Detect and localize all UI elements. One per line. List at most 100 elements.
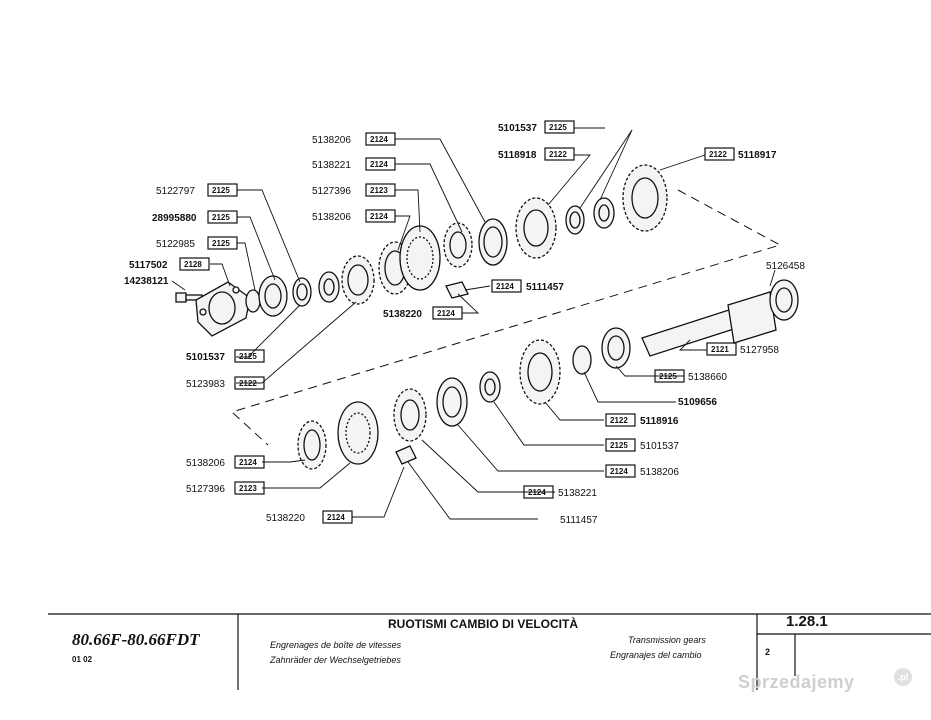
svg-text:2124: 2124 [370, 135, 388, 144]
callout-27: 5138220 2124 [266, 510, 353, 524]
callout-0: 5138206 2124 [312, 132, 396, 146]
svg-text:2124: 2124 [370, 160, 388, 169]
callout-3: 5138206 2124 [312, 209, 396, 223]
callout-14: 5126458 [766, 261, 805, 272]
svg-text:5117502: 5117502 [129, 260, 168, 271]
svg-text:2124: 2124 [437, 309, 455, 318]
callout-7: 5122797 2125 [156, 183, 238, 197]
svg-text:2122: 2122 [549, 150, 567, 159]
callout-6: 2122 5118917 [704, 147, 777, 161]
callout-8: 28995880 2125 [152, 210, 238, 224]
callout-20: 2122 5118916 [605, 413, 679, 427]
leader-lines [171, 127, 776, 520]
svg-text:2124: 2124 [528, 488, 546, 497]
callout-5: 5118918 2122 [498, 147, 575, 161]
svg-text:5127396: 5127396 [312, 186, 351, 197]
bearing-cover-plate [195, 281, 251, 337]
svg-text:2125: 2125 [212, 239, 230, 248]
svg-text:2125: 2125 [239, 352, 257, 361]
svg-text:2124: 2124 [327, 513, 345, 522]
callout-1: 5138221 2124 [312, 157, 396, 171]
svg-text:5122797: 5122797 [156, 186, 195, 197]
svg-text:5126458: 5126458 [766, 261, 805, 272]
svg-text:5127958: 5127958 [740, 345, 779, 356]
svg-text:2122: 2122 [610, 416, 628, 425]
svg-text:5118918: 5118918 [498, 150, 537, 161]
svg-text:2122: 2122 [239, 379, 257, 388]
synchro-key-upper [445, 281, 469, 299]
svg-text:5101537: 5101537 [640, 441, 679, 452]
callout-17: 2121 5127958 [706, 342, 779, 356]
callout-16: 5123983 2122 [186, 376, 265, 390]
svg-text:5138220: 5138220 [383, 309, 422, 320]
svg-text:28995880: 28995880 [152, 213, 197, 224]
needle-bearing-upper [565, 205, 585, 235]
bearing-part [258, 275, 288, 317]
svg-text:5123983: 5123983 [186, 379, 225, 390]
svg-text:5111457: 5111457 [560, 515, 598, 526]
callout-15: 5101537 2125 [186, 349, 265, 363]
svg-text:5138206: 5138206 [312, 212, 351, 223]
svg-text:5101537: 5101537 [186, 352, 225, 363]
svg-text:5109656: 5109656 [678, 397, 717, 408]
svg-text:14238121: 14238121 [124, 276, 169, 287]
callout-25: 5138206 2124 [186, 455, 265, 469]
synchro-sleeve-upper [399, 225, 441, 291]
svg-text:2125: 2125 [212, 186, 230, 195]
callout-4: 5101537 2125 [498, 120, 575, 134]
svg-text:2121: 2121 [711, 345, 729, 354]
callout-21: 2125 5101537 [605, 438, 679, 452]
callout-24: 5111457 [560, 515, 598, 526]
svg-text:5122985: 5122985 [156, 239, 195, 250]
synchro-hub-upper [443, 222, 473, 268]
callout-2: 5127396 2123 [312, 183, 396, 197]
bolt-part [175, 292, 203, 303]
svg-text:2124: 2124 [370, 212, 388, 221]
svg-text:2125: 2125 [212, 213, 230, 222]
svg-text:2128: 2128 [184, 260, 202, 269]
synchro-key-lower [395, 445, 417, 465]
svg-text:2125: 2125 [549, 123, 567, 132]
synchro-ring-lower [436, 377, 468, 427]
needle-bearing-part [318, 271, 340, 303]
callout-13: 5138220 2124 [383, 306, 463, 320]
callout-19: 5109656 [678, 397, 717, 408]
svg-text:2123: 2123 [239, 484, 257, 493]
gear-lower-large [519, 339, 561, 405]
svg-text:2124: 2124 [496, 282, 514, 291]
assembly-path-line [231, 189, 782, 446]
callout-23: 2124 5138221 [523, 485, 597, 499]
synchro-hub-lower [393, 388, 427, 442]
callout-12: 2124 5111457 [491, 279, 564, 293]
callout-26: 5127396 2123 [186, 481, 265, 495]
snap-ring-part [572, 345, 592, 375]
svg-text:2124: 2124 [239, 458, 257, 467]
needle-bearing-upper-2 [593, 197, 615, 229]
gear-upper-medium [515, 197, 557, 259]
svg-text:2125: 2125 [659, 372, 677, 381]
svg-text:5118916: 5118916 [640, 416, 679, 427]
svg-text:2123: 2123 [370, 186, 388, 195]
seal-ring-part [245, 289, 261, 313]
gear-upper-small [341, 255, 375, 305]
svg-text:5138206: 5138206 [186, 458, 225, 469]
svg-text:5138660: 5138660 [688, 372, 727, 383]
callout-11: 14238121 [124, 276, 169, 287]
main-shaft-part [641, 279, 799, 357]
synchro-ring-upper-2 [478, 218, 508, 266]
callout-10: 5117502 2128 [129, 257, 210, 271]
svg-text:5111457: 5111457 [526, 282, 564, 293]
washer-part [292, 277, 312, 307]
bearing-lower-right [601, 327, 631, 369]
needle-bearing-lower [479, 371, 501, 403]
callout-18: 2125 5138660 [654, 369, 727, 383]
svg-text:5118917: 5118917 [738, 150, 777, 161]
synchro-ring-lower-2 [297, 420, 327, 470]
svg-text:5101537: 5101537 [498, 123, 537, 134]
svg-text:5138221: 5138221 [312, 160, 351, 171]
footer-table [48, 613, 931, 690]
svg-text:5138220: 5138220 [266, 513, 305, 524]
svg-text:2124: 2124 [610, 467, 628, 476]
svg-text:2125: 2125 [610, 441, 628, 450]
